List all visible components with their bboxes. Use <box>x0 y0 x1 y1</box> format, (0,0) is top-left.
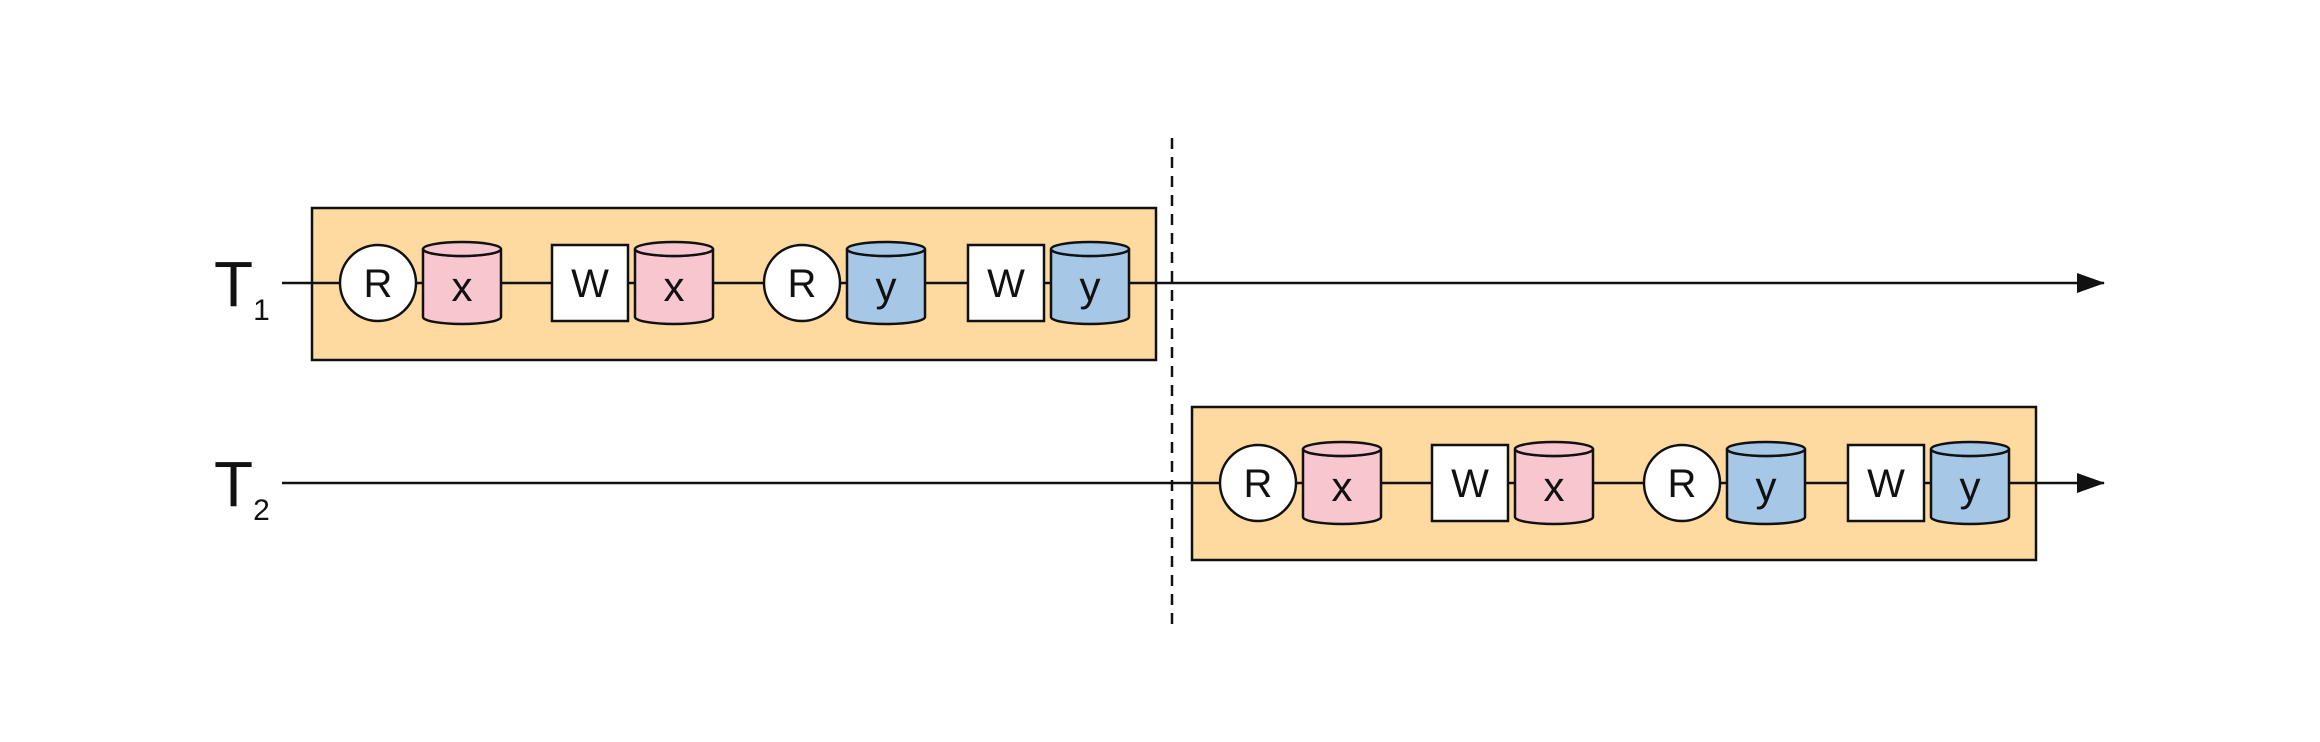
data-item-label: y <box>1756 463 1777 510</box>
write-operation-square <box>550 243 630 323</box>
read-operation-circle <box>338 243 418 323</box>
data-item-cylinder-top <box>1513 440 1595 458</box>
data-item-cylinder-top <box>1049 240 1131 258</box>
data-item-cylinder-top <box>633 240 715 258</box>
data-item-label: x <box>1332 463 1353 510</box>
data-item-label: y <box>876 263 897 310</box>
operation-label: W <box>987 262 1025 306</box>
data-item-label: x <box>1544 463 1565 510</box>
read-operation-circle <box>762 243 842 323</box>
transaction-label-t2: T2 <box>214 448 270 527</box>
operation-label: R <box>1668 462 1697 506</box>
operation-label: R <box>364 262 393 306</box>
write-operation-square <box>966 243 1046 323</box>
data-item-label: y <box>1960 463 1981 510</box>
data-item-cylinder-top <box>421 240 503 258</box>
operation-label: W <box>571 262 609 306</box>
write-operation-square <box>1430 443 1510 523</box>
operation-label: W <box>1451 462 1489 506</box>
write-operation-square <box>1846 443 1926 523</box>
data-item-cylinder-top <box>1301 440 1383 458</box>
read-operation-circle <box>1642 443 1722 523</box>
data-item-cylinder-top <box>1929 440 2011 458</box>
operation-label: W <box>1867 462 1905 506</box>
data-item-cylinder-top <box>845 240 927 258</box>
data-item-label: x <box>452 263 473 310</box>
data-item-label: y <box>1080 263 1101 310</box>
operation-label: R <box>788 262 817 306</box>
read-operation-circle <box>1218 443 1298 523</box>
operation-label: R <box>1244 462 1273 506</box>
data-item-label: x <box>664 263 685 310</box>
data-item-cylinder-top <box>1725 440 1807 458</box>
transaction-label-t1: T1 <box>214 248 270 327</box>
